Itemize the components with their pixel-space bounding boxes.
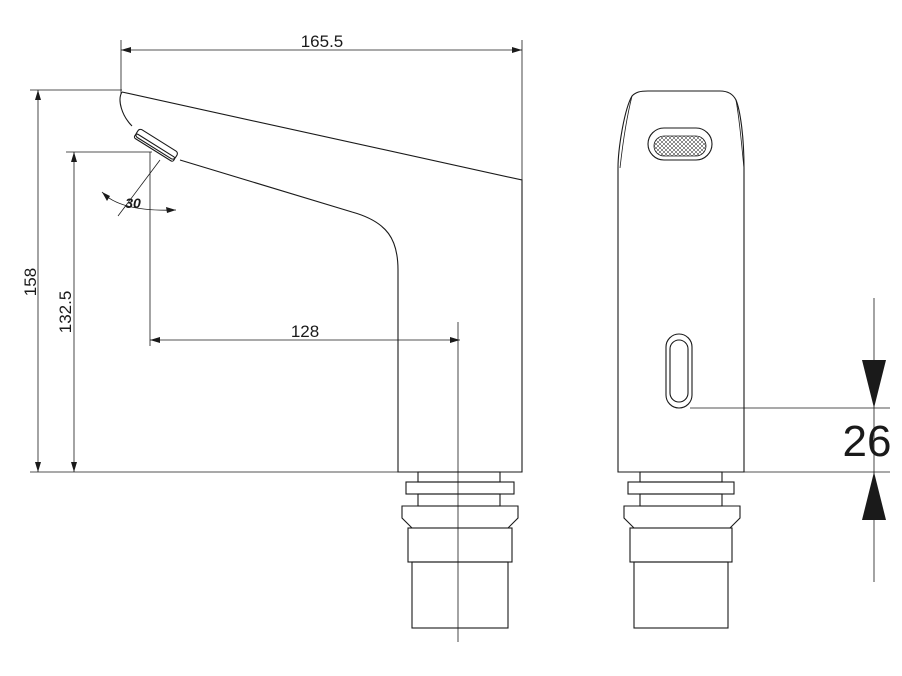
- dimension-outlet-height: 132.5: [56, 151, 152, 472]
- dimension-overall-height: 158: [21, 89, 398, 473]
- front-view-aerator: [647, 127, 713, 161]
- front-view-sensor-window: [665, 333, 693, 409]
- side-view-body-outline: [119, 91, 523, 473]
- dimension-outlet-height-label: 132.5: [56, 291, 75, 334]
- dimension-spray-angle-label: 30: [125, 195, 141, 211]
- dimension-reach-label: 128: [291, 322, 319, 341]
- front-view: 26: [617, 90, 891, 629]
- front-view-base-fitting: [623, 471, 741, 629]
- dimension-sensor-height: 26: [690, 298, 891, 582]
- dimension-overall-height-label: 158: [21, 268, 40, 296]
- dimension-spray-angle: 30: [101, 159, 177, 217]
- side-view-base-fitting: [401, 471, 519, 629]
- dimension-sensor-height-label: 26: [843, 417, 892, 466]
- dimension-reach: 128: [149, 152, 460, 346]
- side-view-aerator: [133, 128, 178, 162]
- dimension-overall-length-label: 165.5: [301, 32, 344, 51]
- front-view-body-outline: [617, 90, 745, 473]
- dimension-overall-length: 165.5: [120, 32, 523, 180]
- side-view: 165.5 158 132.5 128: [21, 32, 523, 642]
